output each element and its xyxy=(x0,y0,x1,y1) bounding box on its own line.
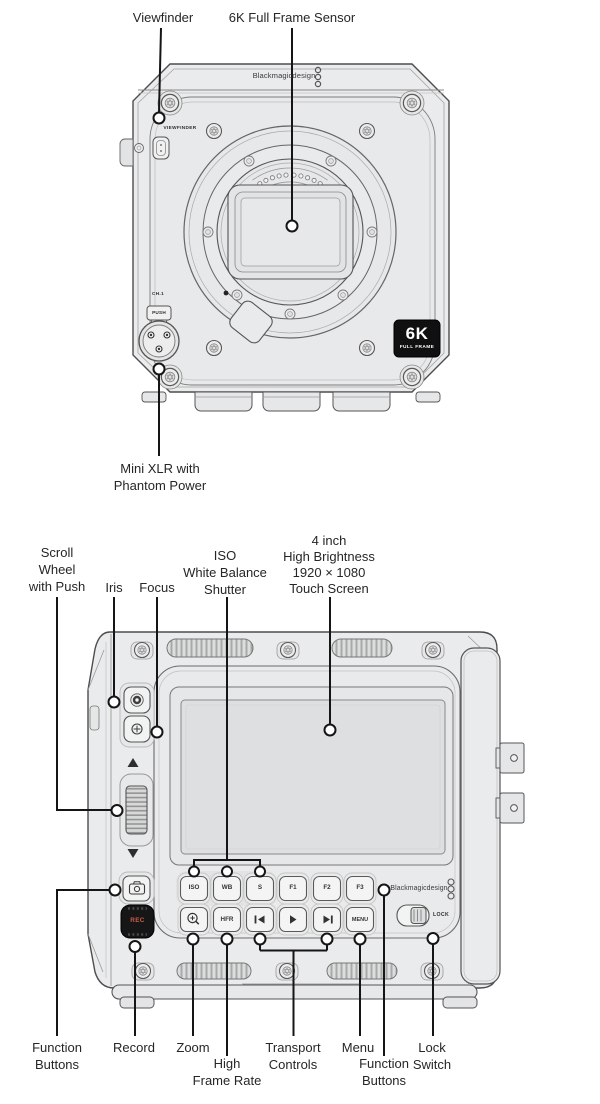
label-iris: Iris xyxy=(105,580,123,595)
wheel-down-arrow-icon xyxy=(127,849,139,858)
zoom-button xyxy=(179,906,209,933)
label-menu: Menu xyxy=(341,1040,375,1055)
lens-locator-tab xyxy=(229,300,273,344)
push-label: PUSH xyxy=(152,310,166,315)
callout-transport-1 xyxy=(253,932,267,946)
f1-button xyxy=(278,875,308,902)
wheel-up-arrow-icon xyxy=(127,758,139,767)
callout-touch-screen xyxy=(323,723,337,737)
f3-button-label: F3 xyxy=(356,884,364,891)
scroll-wheel xyxy=(119,758,154,858)
touch-screen xyxy=(169,686,454,866)
menu-button-label: MENU xyxy=(351,916,369,923)
bottom-grips xyxy=(176,962,398,980)
brand-dots-front xyxy=(314,66,322,88)
callout-circles xyxy=(107,111,440,953)
callout-scroll-wheel xyxy=(110,804,124,817)
badge-6k-text: 6K xyxy=(405,324,429,343)
mount-tabs xyxy=(495,742,525,824)
lock-switch-label: LOCK xyxy=(432,912,450,918)
magnifier-plus-icon xyxy=(187,912,200,925)
mini-xlr-connector xyxy=(138,305,180,362)
lock-switch xyxy=(396,904,430,927)
6k-badge xyxy=(393,319,441,358)
side-top-screws xyxy=(130,641,445,660)
callout-sensor xyxy=(285,219,299,233)
record-button xyxy=(120,904,155,939)
f2-button-label: F2 xyxy=(323,884,331,891)
hfr-button-label: HFR xyxy=(220,916,234,923)
viewfinder-port xyxy=(119,136,170,167)
callout-function-right xyxy=(377,883,391,897)
callout-shutter xyxy=(254,865,266,878)
label-function-buttons-right: Function Buttons xyxy=(359,1056,409,1088)
callout-xlr xyxy=(152,362,166,376)
s-button-label: S xyxy=(257,884,263,891)
skip-forward-icon xyxy=(323,915,333,924)
top-grips xyxy=(166,638,393,658)
callout-hfr xyxy=(220,932,234,946)
callout-zoom xyxy=(186,932,200,946)
callout-transport-2 xyxy=(320,932,334,946)
label-function-buttons-left: Function Buttons xyxy=(32,1040,82,1072)
hfr-button xyxy=(212,906,242,933)
rec-button-label: REC xyxy=(130,917,145,924)
badge-full-frame-text: FULL FRAME xyxy=(399,345,435,350)
media-door xyxy=(460,647,501,985)
callout-lock xyxy=(426,932,440,945)
still-button xyxy=(118,871,155,905)
f1-button-label: F1 xyxy=(289,884,297,891)
callout-iso xyxy=(188,865,200,878)
callout-menu xyxy=(353,932,367,946)
menu-button xyxy=(345,906,375,933)
callout-focus xyxy=(150,725,164,739)
label-high-frame-rate: High Frame Rate xyxy=(192,1056,262,1088)
brand-wordmark-side: Blackmagicdesign xyxy=(390,884,448,892)
iso-button-label: ISO xyxy=(188,884,200,891)
callout-viewfinder xyxy=(152,111,166,125)
skip-back-icon xyxy=(254,915,265,924)
label-focus: Focus xyxy=(139,580,175,595)
front-view xyxy=(119,63,450,412)
label-mini-xlr: Mini XLR with Phantom Power xyxy=(113,461,207,493)
callout-record xyxy=(128,940,142,953)
front-feet xyxy=(141,391,441,412)
label-zoom: Zoom xyxy=(176,1040,210,1055)
focus-icon xyxy=(131,723,143,735)
wb-button-label: WB xyxy=(221,884,233,891)
label-lock-switch: Lock Switch xyxy=(412,1040,452,1072)
f2-button xyxy=(312,875,342,902)
play-icon xyxy=(290,915,297,924)
label-sensor: 6K Full Frame Sensor xyxy=(228,10,356,25)
label-exposure: ISO White Balance Shutter xyxy=(183,548,267,597)
callout-function-left xyxy=(108,883,122,897)
iris-focus-buttons xyxy=(119,682,155,748)
side-view xyxy=(87,631,525,1009)
viewfinder-port-label: VIEWFINDER xyxy=(163,125,197,130)
ch1-label: CH.1 xyxy=(151,291,165,296)
label-touch-screen: 4 inch High Brightness 1920 × 1080 Touch… xyxy=(283,533,375,596)
camera-icon xyxy=(128,881,146,895)
function-button-rows xyxy=(176,871,377,936)
callout-iris xyxy=(107,695,121,709)
callout-wb xyxy=(221,865,233,878)
label-record: Record xyxy=(113,1040,155,1055)
f3-button xyxy=(345,875,375,902)
brand-dots-side xyxy=(447,878,455,900)
brand-wordmark-front: Blackmagicdesign xyxy=(252,71,316,80)
label-viewfinder: Viewfinder xyxy=(132,10,194,25)
label-scroll-wheel: Scroll Wheel with Push xyxy=(28,545,86,594)
aperture-icon xyxy=(130,693,144,707)
front-screws xyxy=(157,90,425,390)
label-transport-controls: Transport Controls xyxy=(265,1040,321,1072)
callout-lines xyxy=(56,27,434,1056)
